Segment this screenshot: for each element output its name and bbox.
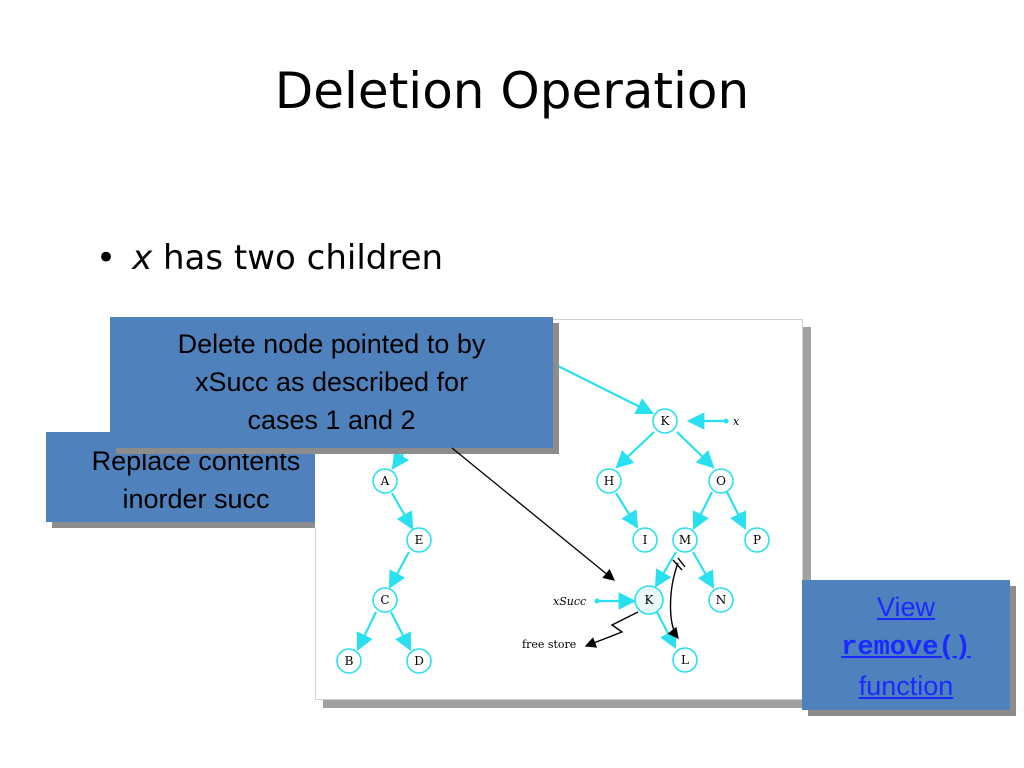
node-C — [372, 587, 398, 613]
node-A — [372, 468, 398, 494]
callout-delete-line1: Delete node pointed to by — [177, 329, 486, 359]
tree-edges — [356, 364, 746, 651]
edge-C-B — [356, 611, 377, 651]
bullet-dot: • — [96, 238, 117, 278]
callout-delete-line2: xSucc as described for — [194, 367, 469, 397]
edge-K-O — [676, 431, 715, 469]
node-K — [652, 408, 678, 434]
label-free-store: free store — [522, 638, 576, 651]
node-L — [672, 647, 698, 673]
label-M: M — [679, 533, 691, 547]
bullet-item: • x has two children — [96, 238, 443, 278]
node-D — [406, 648, 432, 674]
pointer-dots — [594, 418, 729, 604]
label-O: O — [716, 474, 726, 488]
redirect-arrow — [667, 562, 679, 640]
edge-E-C — [388, 551, 410, 589]
label-L: L — [681, 653, 689, 667]
label-K-succ: K — [645, 593, 655, 607]
node-K-succ — [634, 585, 664, 615]
view-remove-link[interactable]: View remove() function — [802, 588, 1010, 705]
callout-delete-line3: cases 1 and 2 — [247, 405, 416, 435]
bullet-text: has two children — [152, 238, 444, 278]
bullet-variable: x — [132, 238, 153, 278]
cut-mark-2 — [677, 557, 686, 568]
label-D: D — [414, 654, 424, 668]
node-N — [708, 587, 734, 613]
label-E: E — [415, 533, 424, 547]
edge-A-E — [391, 492, 414, 530]
label-xSucc: xSucc — [553, 595, 586, 608]
view-link-line1: View — [876, 592, 936, 622]
figure-occluder — [315, 432, 355, 528]
cut-mark-1 — [672, 559, 683, 571]
label-N: N — [716, 593, 727, 607]
tree-nodes — [336, 408, 770, 674]
node-B — [336, 648, 362, 674]
edge-H-I — [615, 492, 639, 529]
callout-delete-node: Delete node pointed to by xSucc as descr… — [110, 317, 553, 448]
edge-M-K — [654, 551, 677, 588]
node-O — [708, 468, 734, 494]
callout-replace-line2: inorder succ — [122, 484, 270, 514]
tree-diagram: K H O A I M P E K N C L B D x xSucc free… — [336, 364, 770, 674]
edge-K-L — [656, 611, 677, 649]
view-link-line3: function — [858, 671, 954, 701]
node-P — [744, 527, 770, 553]
label-C: C — [380, 593, 389, 607]
node-I — [632, 527, 658, 553]
label-I: I — [643, 533, 648, 547]
edge-O-M — [693, 491, 713, 530]
label-B: B — [345, 654, 354, 668]
edge-K-H — [615, 431, 655, 469]
label-A: A — [380, 474, 390, 488]
edge-root-K — [555, 364, 654, 414]
pointer-labels: x xSucc — [553, 415, 740, 608]
slide-title: Deletion Operation — [274, 62, 750, 120]
label-x: x — [733, 415, 740, 428]
node-M — [672, 527, 698, 553]
label-P: P — [753, 533, 761, 547]
edge-M-N — [692, 551, 715, 589]
edge-C-D — [390, 611, 412, 651]
delete-arrows — [584, 557, 686, 648]
edge-O-P — [726, 491, 746, 530]
callout-replace-line1: Replace contents — [91, 446, 301, 476]
node-E — [406, 527, 432, 553]
view-remove-link-box[interactable]: View remove() function — [802, 580, 1010, 710]
edge-root-A — [391, 445, 409, 470]
label-H: H — [604, 474, 614, 488]
label-K: K — [661, 414, 671, 428]
free-store-arrow — [584, 611, 639, 648]
view-link-code: remove() — [841, 633, 971, 663]
